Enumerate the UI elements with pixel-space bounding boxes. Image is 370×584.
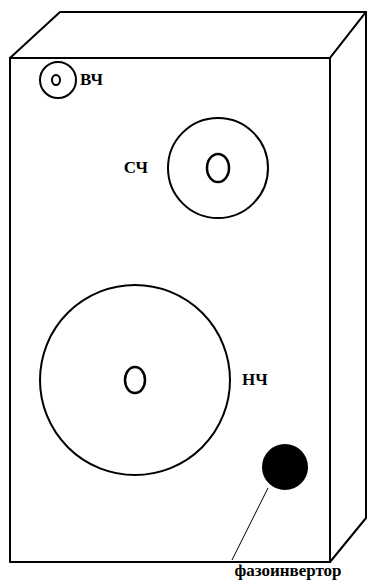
side-face: [330, 12, 366, 562]
top-face: [10, 12, 366, 58]
midrange-driver: [168, 118, 268, 218]
woofer-cap: [125, 367, 145, 393]
bass-reflex-port: [263, 445, 307, 489]
woofer-label: НЧ: [242, 371, 268, 390]
leader-line: [232, 488, 268, 560]
midrange-cap: [207, 154, 229, 182]
tweeter-label: ВЧ: [80, 71, 103, 90]
port-label: фазоинвертор: [234, 562, 341, 581]
woofer-driver: [40, 285, 230, 475]
tweeter-driver: [40, 62, 76, 98]
front-face: [10, 58, 330, 562]
midrange-label: СЧ: [124, 159, 148, 178]
tweeter-cap: [52, 75, 60, 85]
